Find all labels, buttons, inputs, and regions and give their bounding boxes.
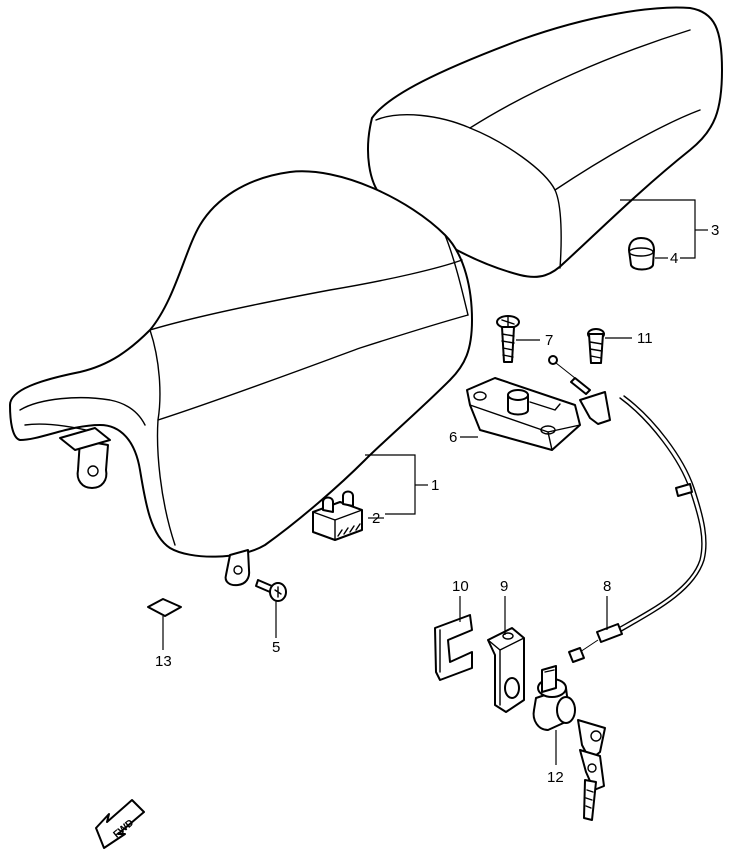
callout-5: 5 (272, 639, 280, 656)
callout-6: 6 (449, 429, 457, 446)
release-cable (548, 355, 707, 663)
callout-3: 3 (711, 222, 719, 239)
callout-12: 12 (547, 769, 564, 786)
damper-block (312, 490, 363, 541)
label-13 (147, 598, 182, 617)
callout-11: 11 (637, 330, 653, 347)
cushion-stopper (628, 237, 655, 271)
callout-1: 1 (431, 477, 439, 494)
lock-cylinder (532, 665, 606, 821)
screw-7 (496, 315, 520, 363)
leader-lines (162, 199, 708, 765)
screw-5 (255, 579, 287, 602)
bolt-11 (587, 328, 605, 364)
callout-13: 13 (155, 653, 172, 670)
clip-10 (434, 614, 473, 681)
callout-4: 4 (670, 250, 678, 267)
callout-2: 2 (372, 510, 380, 527)
callout-10: 10 (452, 578, 469, 595)
fwd-arrow (95, 799, 145, 849)
lock-base (466, 377, 581, 451)
callout-7: 7 (545, 332, 553, 349)
front-seat (9, 170, 473, 587)
callout-8: 8 (603, 578, 611, 595)
callout-9: 9 (500, 578, 508, 595)
bracket-9 (487, 627, 525, 713)
